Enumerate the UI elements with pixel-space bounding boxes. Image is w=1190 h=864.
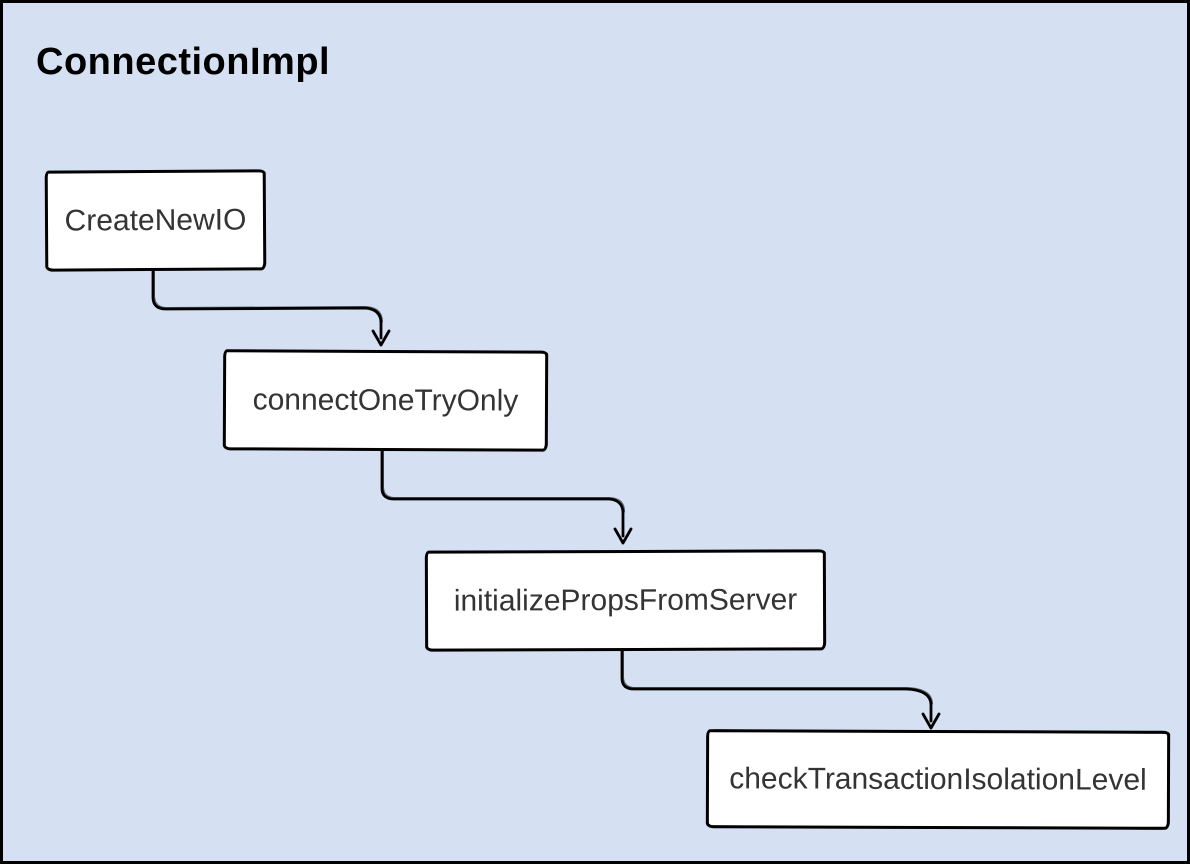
- node-label: initializePropsFromServer: [453, 582, 798, 618]
- diagram-title: ConnectionImpl: [36, 41, 331, 83]
- connector-createnewio-to-connectonetryonly: [151, 266, 391, 347]
- connector-arrowhead: [921, 712, 941, 730]
- connector-connectonetryonly-to-initializepropsfromserver: [380, 446, 633, 545]
- node-label: connectOneTryOnly: [252, 382, 519, 418]
- connector-arrowhead: [371, 329, 391, 347]
- node-checktransactionisolationlevel[interactable]: checkTransactionIsolationLevel: [705, 729, 1171, 830]
- node-label: checkTransactionIsolationLevel: [729, 761, 1147, 797]
- connector-initializepropsfromserver-to-checktransactionisolationlevel: [620, 646, 941, 730]
- node-connectonetryonly[interactable]: connectOneTryOnly: [222, 349, 549, 452]
- node-label: CreateNewIO: [64, 202, 247, 238]
- connector-arrowhead: [613, 527, 633, 545]
- node-initializepropsfromserver[interactable]: initializePropsFromServer: [424, 549, 827, 652]
- node-createnewio[interactable]: CreateNewIO: [44, 169, 267, 272]
